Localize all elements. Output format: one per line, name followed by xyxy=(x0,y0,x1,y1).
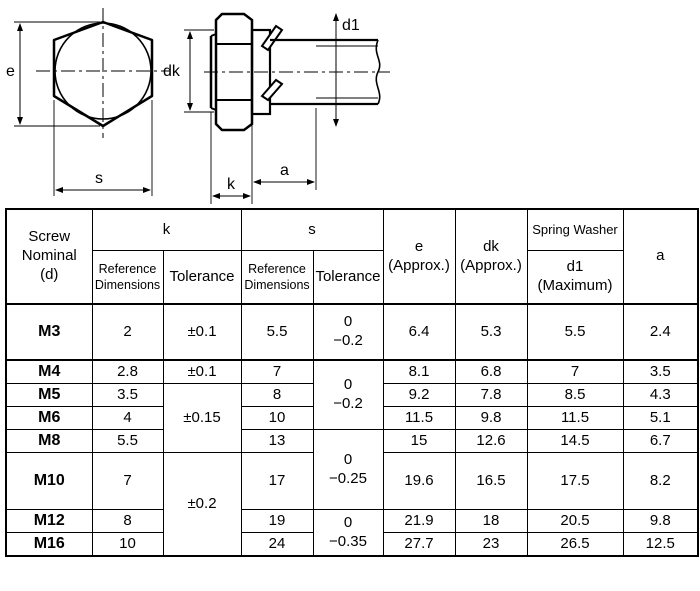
hex-head-front-view xyxy=(14,8,170,196)
cell-e: 19.6 xyxy=(382,452,456,510)
cell-s: 5.5 xyxy=(240,303,314,361)
header-s-reference: Reference Dimensions xyxy=(240,250,314,305)
header-k-reference: Reference Dimensions xyxy=(91,250,164,305)
cell-nominal: M6 xyxy=(5,406,93,430)
cell-s: 24 xyxy=(240,532,314,557)
cell-s: 13 xyxy=(240,429,314,453)
cell-a: 12.5 xyxy=(622,532,699,557)
cell-dk: 12.6 xyxy=(454,429,528,453)
header-s: s xyxy=(240,208,384,251)
cell-k: 7 xyxy=(91,452,164,510)
cell-k: 10 xyxy=(91,532,164,557)
cell-nominal: M10 xyxy=(5,452,93,510)
cell-nominal: M3 xyxy=(5,303,93,361)
cell-nominal: M16 xyxy=(5,532,93,557)
cell-s-tolerance: 0 −0.2 xyxy=(312,359,384,430)
cell-d1: 8.5 xyxy=(526,383,624,407)
label-d1: d1 xyxy=(342,17,360,34)
cell-d1: 17.5 xyxy=(526,452,624,510)
header-spring-washer: Spring Washer xyxy=(526,208,624,251)
dimension-table: Screw Nominal (d) k s e (Approx.) dk (Ap… xyxy=(5,208,699,557)
label-s: s xyxy=(95,170,103,187)
cell-k: 8 xyxy=(91,509,164,533)
cell-dk: 18 xyxy=(454,509,528,533)
table-row: M4 2.8 ±0.1 7 0 −0.2 8.1 6.8 7 3.5 xyxy=(5,359,699,430)
cell-dk: 16.5 xyxy=(454,452,528,510)
cell-nominal: M8 xyxy=(5,429,93,453)
cell-a: 9.8 xyxy=(622,509,699,533)
cell-e: 8.1 xyxy=(382,359,456,384)
cell-k-tolerance: ±0.1 xyxy=(162,303,242,361)
cell-e: 27.7 xyxy=(382,532,456,557)
cell-s: 17 xyxy=(240,452,314,510)
cell-e: 15 xyxy=(382,429,456,453)
cell-s-tolerance: 0 −0.2 xyxy=(312,303,384,361)
header-screw-nominal: Screw Nominal (d) xyxy=(5,208,93,305)
cell-d1: 20.5 xyxy=(526,509,624,533)
cell-d1: 5.5 xyxy=(526,303,624,361)
cell-dk: 6.8 xyxy=(454,359,528,384)
table-row: M12 8 19 0 −0.35 21.9 18 20.5 9.8 xyxy=(5,509,699,557)
cell-dk: 9.8 xyxy=(454,406,528,430)
header-k: k xyxy=(91,208,242,251)
table-row: M16 10 24 27.7 23 26.5 12.5 xyxy=(5,532,699,557)
cell-d1: 7 xyxy=(526,359,624,384)
cell-d1: 26.5 xyxy=(526,532,624,557)
cell-k-tolerance: ±0.15 xyxy=(162,383,242,453)
cell-s: 10 xyxy=(240,406,314,430)
cell-k: 4 xyxy=(91,406,164,430)
cell-nominal: M4 xyxy=(5,359,93,384)
bolt-side-view xyxy=(184,12,390,204)
cell-a: 3.5 xyxy=(622,359,699,384)
cell-a: 5.1 xyxy=(622,406,699,430)
cell-dk: 7.8 xyxy=(454,383,528,407)
cell-s: 19 xyxy=(240,509,314,533)
label-k: k xyxy=(227,176,236,193)
cell-s-tolerance: 0 −0.35 xyxy=(312,509,384,557)
label-dk: dk xyxy=(163,63,181,80)
table-row: M10 7 ±0.2 17 19.6 16.5 17.5 8.2 xyxy=(5,452,699,557)
table-row: M5 3.5 ±0.15 8 9.2 7.8 8.5 4.3 xyxy=(5,383,699,453)
cell-e: 21.9 xyxy=(382,509,456,533)
cell-k-tolerance: ±0.2 xyxy=(162,452,242,557)
cell-e: 11.5 xyxy=(382,406,456,430)
header-dk: dk (Approx.) xyxy=(454,208,528,305)
cell-a: 2.4 xyxy=(622,303,699,361)
cell-k: 2.8 xyxy=(91,359,164,384)
bolt-drawing: e s dk d1 k a xyxy=(6,8,390,204)
header-a: a xyxy=(622,208,699,305)
cell-k: 5.5 xyxy=(91,429,164,453)
cell-d1: 14.5 xyxy=(526,429,624,453)
cell-nominal: M12 xyxy=(5,509,93,533)
header-s-tolerance: Tolerance xyxy=(312,250,384,305)
cell-nominal: M5 xyxy=(5,383,93,407)
cell-dk: 23 xyxy=(454,532,528,557)
cell-a: 4.3 xyxy=(622,383,699,407)
label-e: e xyxy=(6,63,15,80)
cell-s: 8 xyxy=(240,383,314,407)
cell-s: 7 xyxy=(240,359,314,384)
cell-e: 6.4 xyxy=(382,303,456,361)
table-row: M8 5.5 13 0 −0.25 15 12.6 14.5 6.7 xyxy=(5,429,699,510)
label-a: a xyxy=(280,162,289,179)
header-d1: d1 (Maximum) xyxy=(526,250,624,305)
header-e: e (Approx.) xyxy=(382,208,456,305)
cell-a: 6.7 xyxy=(622,429,699,453)
table-row: M3 2 ±0.1 5.5 0 −0.2 6.4 5.3 5.5 2.4 xyxy=(5,303,699,361)
cell-k: 3.5 xyxy=(91,383,164,407)
cell-d1: 11.5 xyxy=(526,406,624,430)
cell-k: 2 xyxy=(91,303,164,361)
header-k-tolerance: Tolerance xyxy=(162,250,242,305)
cell-dk: 5.3 xyxy=(454,303,528,361)
table-row: M6 4 10 11.5 9.8 11.5 5.1 xyxy=(5,406,699,430)
cell-s-tolerance: 0 −0.25 xyxy=(312,429,384,510)
cell-e: 9.2 xyxy=(382,383,456,407)
cell-a: 8.2 xyxy=(622,452,699,510)
cell-k-tolerance: ±0.1 xyxy=(162,359,242,384)
